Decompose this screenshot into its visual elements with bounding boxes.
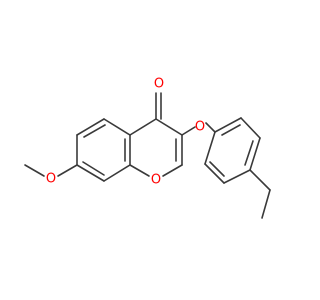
bond: [57, 164, 78, 177]
bond: [162, 164, 183, 177]
bond: [181, 126, 196, 136]
double-bond-inner: [244, 140, 254, 166]
methoxy-oxygen-label: O: [46, 172, 56, 187]
double-bond-inner: [82, 161, 105, 176]
bond: [205, 122, 216, 133]
bond-group: [24, 92, 271, 219]
carbonyl-oxygen-label: O: [154, 77, 164, 92]
bond: [204, 163, 225, 184]
double-bond-inner: [221, 124, 241, 136]
bond: [155, 118, 183, 136]
ether-oxygen-label: O: [195, 120, 205, 135]
bond: [249, 169, 271, 191]
atom-labels: O O O O: [46, 77, 205, 188]
bond: [223, 169, 251, 184]
bond: [204, 131, 216, 165]
bond: [103, 164, 131, 182]
bond: [103, 118, 131, 136]
bond: [214, 117, 242, 133]
molecule-structure: O O O O: [24, 77, 271, 219]
bond: [249, 137, 261, 171]
structure-canvas: O O O O: [24, 77, 271, 219]
ring-oxygen-label: O: [151, 173, 161, 188]
bond: [76, 118, 105, 136]
bond: [76, 164, 105, 182]
bond: [129, 118, 157, 136]
bond: [261, 189, 271, 219]
bond: [24, 164, 45, 177]
double-bond-inner: [209, 161, 225, 177]
bond: [129, 164, 150, 177]
bond: [240, 117, 261, 139]
double-bond-inner: [83, 124, 106, 138]
